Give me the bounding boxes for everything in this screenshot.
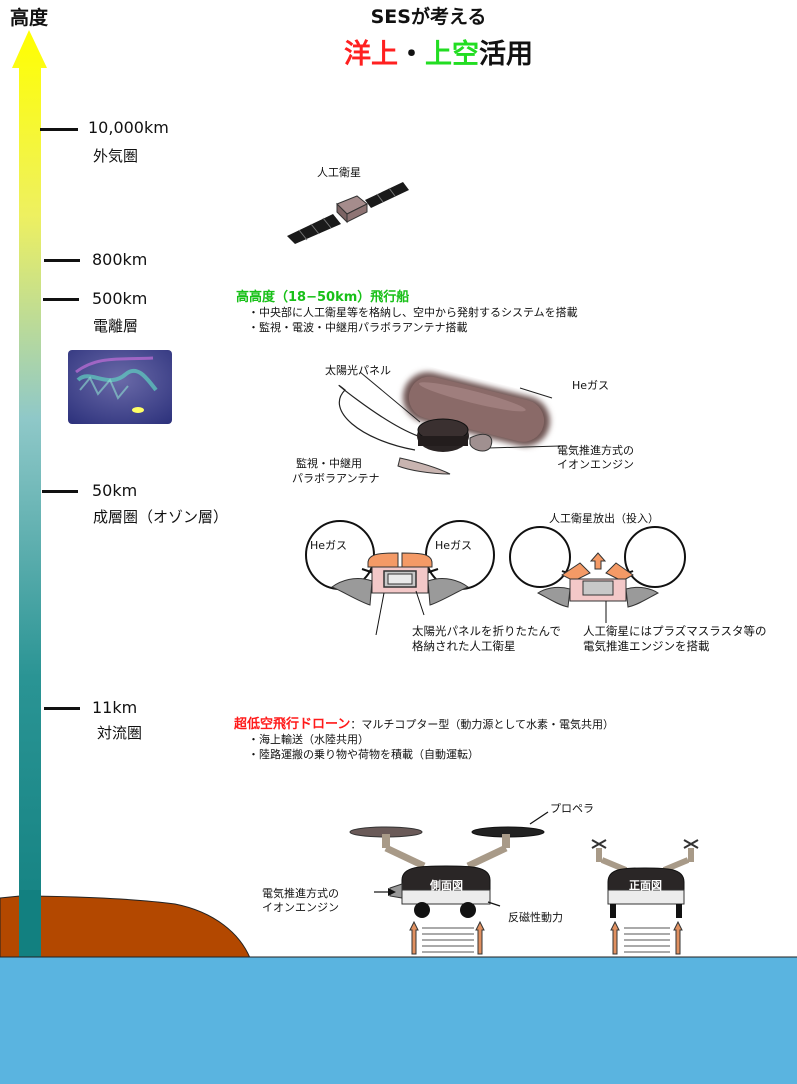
layer-ionosphere: 電離層 (93, 317, 139, 335)
airship-drawing (338, 371, 561, 475)
airship-label-engine-1: 電気推進方式の (557, 444, 634, 457)
release-caption-left-1: 太陽光パネルを折りたたんで (412, 624, 561, 638)
release-diagrams (305, 520, 686, 635)
release-caption-right-2: 電気推進エンジンを搭載 (583, 639, 710, 653)
layer-troposphere: 対流圏 (97, 724, 143, 742)
axis-title: 高度 (10, 7, 49, 29)
title-use: 活用 (479, 39, 533, 70)
release-caption-right-1: 人工衛星にはプラズマスラスタ等の (583, 624, 767, 638)
airship-label-antenna-2: パラボラアンテナ (292, 472, 380, 485)
drone-heading: 超低空飛行ドローン (234, 717, 351, 732)
satellite-label: 人工衛星 (317, 166, 361, 179)
drone-label-maglev: 反磁性動力 (508, 911, 563, 924)
drone-bullet-1: ・海上輸送（水陸共用） (248, 733, 369, 746)
tick-50km (42, 490, 78, 493)
drone-front-view-label: 正面図 (629, 879, 662, 892)
layer-stratosphere: 成層圏（オゾン層） (93, 508, 229, 526)
tick-label-50km: 50km (92, 481, 138, 500)
land-sea (0, 890, 797, 1084)
drone-label-engine-2: イオンエンジン (262, 901, 339, 914)
airship-bullet-2: ・監視・電波・中継用パラボラアンテナ搭載 (248, 321, 468, 334)
airship-label-antenna-1: 監視・中継用 (296, 457, 362, 470)
tick-label-500km: 500km (92, 289, 148, 308)
drone-heading-line: 超低空飛行ドローン：マルチコプター型（動力源として水素・電気共用） (234, 713, 614, 732)
satellite-drawing (287, 182, 409, 244)
release-left-gas-1: Heガス (310, 539, 348, 552)
layer-exosphere: 外気圏 (93, 147, 139, 165)
airship-bullet-1: ・中央部に人工衛星等を格納し、空中から発射するシステムを搭載 (248, 306, 578, 319)
release-caption-left-2: 格納された人工衛星 (412, 639, 516, 653)
tick-800km (44, 259, 80, 262)
airship-label-gas: Heガス (572, 379, 610, 392)
drone-bullet-2: ・陸路運搬の乗り物や荷物を積載（自動運転） (248, 748, 479, 761)
drone-heading-tail: ：マルチコプター型（動力源として水素・電気共用） (350, 718, 615, 731)
drone-drawings (349, 811, 699, 955)
title-line1: SESが考える (370, 6, 487, 28)
drone-side-view-label: 側面図 (430, 879, 463, 892)
drone-label-propeller: プロペラ (550, 802, 594, 815)
tick-500km (43, 298, 79, 301)
title-line2: 洋上・上空活用 (0, 32, 797, 71)
title-separator: ・ (398, 39, 425, 70)
tick-label-800km: 800km (92, 250, 148, 269)
tick-label-10000km: 10,000km (88, 118, 169, 137)
tick-label-11km: 11km (92, 698, 138, 717)
release-left-gas-2: Heガス (435, 539, 473, 552)
tick-10000km (40, 128, 78, 131)
airship-label-engine-2: イオンエンジン (557, 458, 634, 471)
title-offshore: 洋上 (344, 39, 398, 70)
tick-11km (44, 707, 80, 710)
airship-label-solar: 太陽光パネル (325, 364, 391, 377)
title-sky: 上空 (425, 39, 479, 70)
airship-heading: 高高度（18−50km）飛行船 (236, 290, 410, 305)
release-right-title: 人工衛星放出（投入） (549, 512, 659, 525)
drone-label-engine-1: 電気推進方式の (262, 887, 339, 900)
aurora-image (68, 350, 172, 424)
